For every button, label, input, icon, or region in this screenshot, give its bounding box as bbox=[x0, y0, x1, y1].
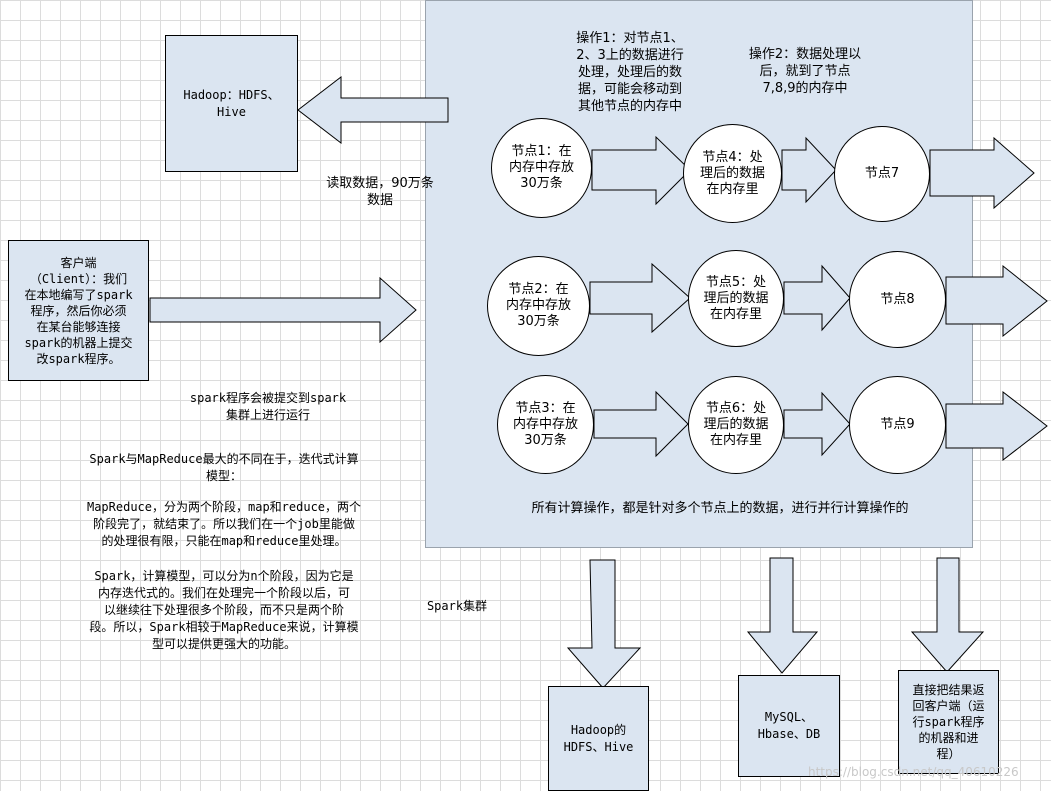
out-mysql-box: MySQL、 Hbase、DB bbox=[738, 675, 840, 777]
arrow-node5-to-node8 bbox=[783, 264, 851, 332]
hadoop-hdfs-hive-label: Hadoop：HDFS、 Hive bbox=[183, 87, 280, 119]
arrow-node1-to-node4 bbox=[591, 135, 691, 206]
hadoop-hdfs-hive-box: Hadoop：HDFS、 Hive bbox=[165, 35, 298, 172]
submit-label: spark程序会被提交到spark 集群上进行运行 bbox=[189, 391, 347, 422]
out-client-label: 直接把结果返 回客户端（运 行spark程序 的机器和进 程） bbox=[912, 683, 985, 761]
node-4: 节点4：处 理后的数据 在内存里 bbox=[683, 124, 782, 223]
op2-label: 操作2：数据处理以 后，就到了节点 7,8,9的内存中 bbox=[748, 47, 862, 96]
read-data-label: 读取数据，90万条 数据 bbox=[326, 176, 434, 208]
node-7: 节点7 bbox=[834, 126, 930, 222]
arrow-node3-to-node6 bbox=[593, 390, 689, 458]
arrow-node7-out bbox=[929, 136, 1035, 210]
all-ops-label: 所有计算操作，都是针对多个节点上的数据，进行并行计算操作的 bbox=[531, 501, 909, 516]
node-1: 节点1：在 内存中存放 30万条 bbox=[491, 118, 592, 218]
arrow-down-to-hadoop bbox=[566, 559, 642, 689]
note-mapreduce: MapReduce，分为两个阶段，map和reduce，两个 阶段完了，就结束了… bbox=[86, 500, 362, 548]
arrow-node6-to-node9 bbox=[783, 391, 851, 457]
arrow-client-to-cluster bbox=[149, 276, 417, 344]
arrow-down-to-client bbox=[910, 557, 985, 673]
note-diff: Spark与MapReduce最大的不同在于，迭代式计算 模型： bbox=[89, 452, 359, 483]
node-2: 节点2：在 内存中存放 30万条 bbox=[487, 256, 590, 356]
watermark: https://blog.csdn.net/qq_40610226 bbox=[808, 765, 1019, 779]
arrow-down-to-mysql bbox=[746, 557, 819, 674]
cluster-name-label: Spark集群 bbox=[426, 599, 488, 613]
node-6: 节点6：处 理后的数据 在内存里 bbox=[688, 376, 784, 474]
note-spark: Spark，计算模型，可以分为n个阶段，因为它是 内存迭代式的。我们在处理完一个… bbox=[89, 569, 359, 651]
out-client-box: 直接把结果返 回客户端（运 行spark程序 的机器和进 程） bbox=[898, 670, 999, 774]
arrow-node2-to-node5 bbox=[589, 262, 691, 334]
op1-label: 操作1：对节点1、 2、3上的数据进行 处理，处理后的数 据，可能会移动到 其他… bbox=[576, 31, 684, 114]
arrow-node9-out bbox=[945, 390, 1048, 462]
node-8: 节点8 bbox=[849, 251, 946, 348]
out-hadoop-box: Hadoop的 HDFS、Hive bbox=[548, 686, 649, 791]
arrow-cluster-to-hadoop bbox=[297, 75, 449, 145]
node-3: 节点3：在 内存中存放 30万条 bbox=[497, 375, 594, 474]
node-5: 节点5：处 理后的数据 在内存里 bbox=[688, 250, 784, 347]
node-9: 节点9 bbox=[849, 376, 946, 474]
client-box: 客户端 （Client）：我们 在本地编写了spark 程序，然后你必须 在某台… bbox=[8, 240, 149, 381]
arrow-node4-to-node7 bbox=[781, 136, 837, 204]
out-hadoop-label: Hadoop的 HDFS、Hive bbox=[563, 722, 634, 754]
arrow-node8-out bbox=[945, 264, 1048, 338]
out-mysql-label: MySQL、 Hbase、DB bbox=[757, 710, 821, 741]
client-label: 客户端 （Client）：我们 在本地编写了spark 程序，然后你必须 在某台… bbox=[24, 255, 133, 366]
